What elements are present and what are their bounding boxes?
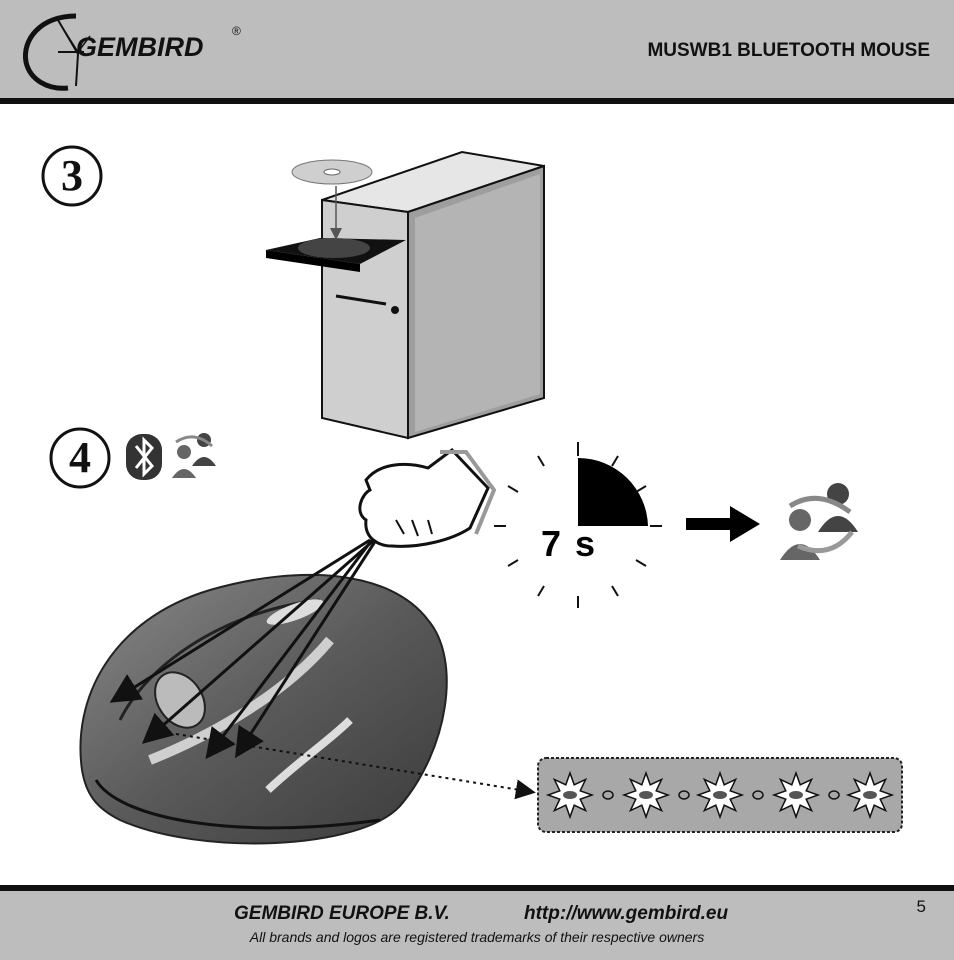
led-off-dot: [828, 790, 840, 800]
gembird-logo-icon: [22, 13, 91, 91]
step-4-label: 4: [69, 433, 91, 482]
page-number: 5: [916, 897, 926, 916]
step-3-circle: [41, 145, 103, 207]
step-3-label: 3: [61, 151, 83, 200]
company-name: GEMBIRD EUROPE B.V.: [234, 903, 450, 924]
website-link[interactable]: http://www.gembird.eu: [524, 903, 729, 924]
led-blink-panel: [537, 757, 903, 833]
step-4-circle: [49, 427, 111, 489]
pairing-users-large-icon: [780, 483, 858, 560]
registered-mark: ®: [232, 24, 241, 38]
bluetooth-icon: [126, 434, 162, 480]
led-pointer-arrow: [175, 733, 536, 800]
hand-press-icon: [358, 447, 497, 548]
mouse-icon: [79, 573, 448, 845]
computer-tower-icon: [266, 150, 545, 440]
arrow-right-icon: [686, 506, 760, 542]
led-core: [563, 791, 577, 799]
led-core: [863, 791, 877, 799]
page-footer: GEMBIRD EUROPE B.V. http://www.gembird.e…: [0, 885, 954, 960]
pairing-users-icon: [172, 433, 216, 478]
press-arrows: [109, 538, 378, 760]
page-title: MUSWB1 BLUETOOTH MOUSE: [647, 40, 930, 61]
timer-icon: [494, 442, 662, 608]
brand-name: GEMBIRD: [76, 32, 204, 62]
page-header: GEMBIRD ® MUSWB1 BLUETOOTH MOUSE: [0, 0, 954, 104]
led-core: [639, 791, 653, 799]
led-core: [713, 791, 727, 799]
cd-disc-icon: [291, 159, 373, 240]
trademark-notice: All brands and logos are registered trad…: [249, 929, 705, 945]
led-core: [789, 791, 803, 799]
timer-label: 7 s: [541, 523, 598, 564]
led-off-dot: [752, 790, 764, 800]
led-off-dot: [602, 790, 614, 800]
led-off-dot: [678, 790, 690, 800]
